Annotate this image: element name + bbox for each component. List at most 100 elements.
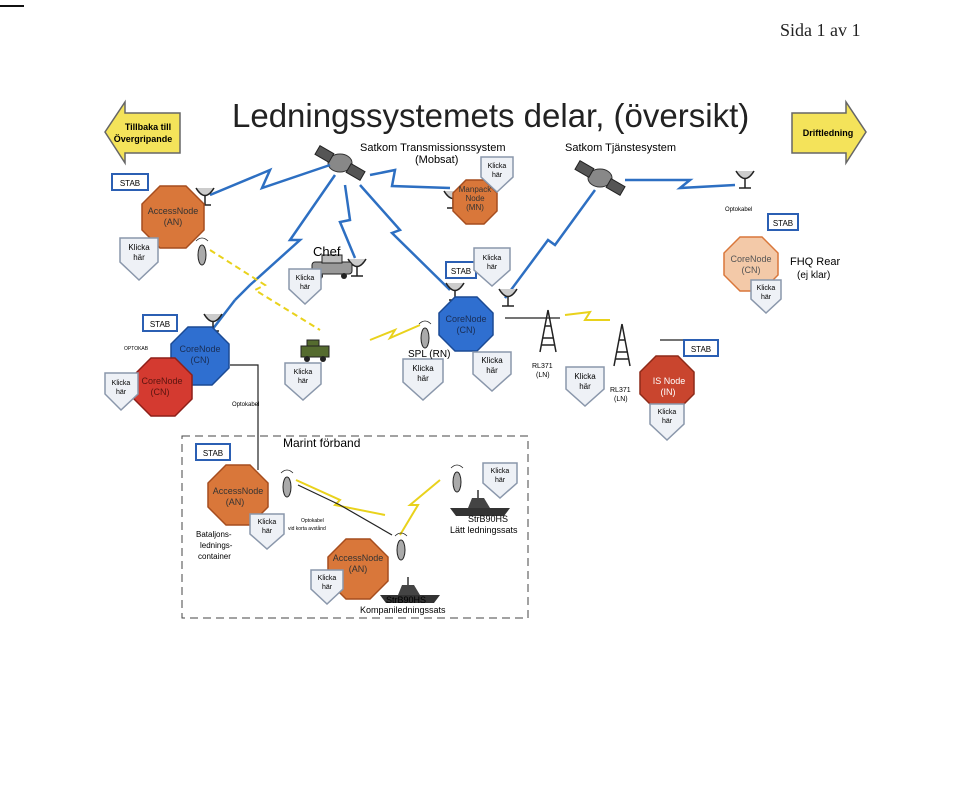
click-here-line2: här [662,418,673,425]
node-label: (AN) [226,497,245,507]
click-here-line2: här [262,528,273,535]
radio-link [564,310,610,321]
strb-light-label: StrB90HS [468,514,508,524]
radio-link [209,163,331,197]
click-here-line2: här [298,378,309,385]
click-here-button[interactable]: Klicka här [310,569,344,606]
radio-tower-icon [539,309,557,353]
rl371-label: (LN) [614,396,628,403]
node-label: CoreNode [179,344,220,354]
stab-box[interactable]: STAB [142,314,178,332]
click-here-button[interactable]: Klicka här [750,279,782,315]
node-label: AccessNode [333,553,384,563]
radio-link [211,299,236,331]
radio-link [338,184,357,259]
radio-link [209,249,321,331]
cable-line [297,484,393,536]
cable-line [230,364,259,470]
click-here-button[interactable]: Klicka här [472,351,512,393]
strb-company-label: Kompaniledningssats [360,605,446,615]
click-here-button[interactable]: Klicka här [402,358,444,402]
transmission-label-line2: (Mobsat) [415,154,458,166]
is-node[interactable]: IS Node (IN) [639,355,695,411]
forward-label: Driftledning [803,128,854,138]
node-label: AccessNode [213,486,264,496]
rl371-label: RL371 [610,387,631,394]
click-here-line2: här [492,172,503,179]
click-here-line2: här [486,366,498,375]
click-here-button[interactable]: Klicka här [565,366,605,408]
node-label: CoreNode [730,254,771,264]
node-label: (CN) [191,355,210,365]
battalion-label: container [198,552,231,561]
click-here-line1: Klicka [488,163,507,170]
battalion-label: Bataljons- [196,530,232,539]
click-here-button[interactable]: Klicka här [480,156,514,194]
manpack-node[interactable]: Manpack Node (MN) [452,179,498,225]
stab-box[interactable]: STAB [195,443,231,461]
antenna-icon [418,320,432,349]
stab-box[interactable]: STAB [445,261,477,279]
node-label: Node [465,194,485,203]
core-node-red[interactable]: CoreNode (CN) [133,357,193,417]
rl371-label: (LN) [536,372,550,379]
optokabel-label: Optokabel [725,207,752,213]
radio-link [625,178,736,190]
stab-label: STAB [203,449,223,458]
click-here-line1: Klicka [481,356,503,365]
node-label: (AN) [349,564,368,574]
click-here-line1: Klicka [658,409,677,416]
satellite-icon [574,160,626,196]
node-label: (MN) [466,203,484,212]
radio-link [369,324,421,341]
stab-box[interactable]: STAB [683,339,719,357]
click-here-button[interactable]: Klicka här [119,237,159,282]
spl-label: SPL (RN) [408,349,450,360]
back-to-overview-button[interactable]: Tillbaka till Övergripande [104,99,181,166]
node-label: (IN) [661,387,676,397]
battalion-label: lednings- [200,541,233,550]
military-truck-icon [300,339,330,363]
click-here-line2: här [133,253,145,262]
core-node-center[interactable]: CoreNode (CN) [438,296,494,352]
click-here-line2: här [417,374,429,383]
stab-box[interactable]: STAB [767,213,799,231]
click-here-button[interactable]: Klicka här [249,513,285,551]
click-here-line1: Klicka [757,285,776,292]
node-label: Manpack [459,185,492,194]
click-here-button[interactable]: Klicka här [288,268,322,306]
antenna-icon [195,237,209,266]
core-node-right[interactable]: CoreNode (CN) [723,236,779,292]
stab-box[interactable]: STAB [111,173,149,191]
click-here-button[interactable]: Klicka här [482,462,518,500]
stab-label: STAB [773,219,793,228]
click-here-line2: här [116,389,127,396]
click-here-button[interactable]: Klicka här [104,372,139,412]
right-arrow-icon [791,99,867,166]
strb-company-label: StrB90HS [386,595,426,605]
click-here-line2: här [579,382,591,391]
fhq-label: (ej klar) [797,270,830,281]
radio-link [503,189,597,299]
back-label-line1: Tillbaka till [125,122,171,132]
click-here-line1: Klicka [318,575,337,582]
chef-label: Chef [313,244,341,259]
transmission-label-line1: Satkom Transmissionssystem [360,142,505,154]
yellow-links [209,249,610,536]
optokab-label: OPTOKAB [124,346,149,352]
stab-label: STAB [150,320,170,329]
left-arrow-icon [104,99,181,166]
click-here-line2: här [495,477,506,484]
click-here-button[interactable]: Klicka här [649,403,685,442]
access-node-top[interactable]: AccessNode (AN) [141,185,205,249]
stab-label: STAB [120,179,140,188]
click-here-button[interactable]: Klicka här [473,247,511,288]
strb-light-label: Lätt ledningssats [450,525,518,535]
click-here-line1: Klicka [491,468,510,475]
stab-label: STAB [451,267,471,276]
back-label-line2: Övergripande [114,134,173,144]
satellite-icon [314,145,366,181]
driftledning-button[interactable]: Driftledning [791,99,867,166]
click-here-button[interactable]: Klicka här [284,362,322,402]
